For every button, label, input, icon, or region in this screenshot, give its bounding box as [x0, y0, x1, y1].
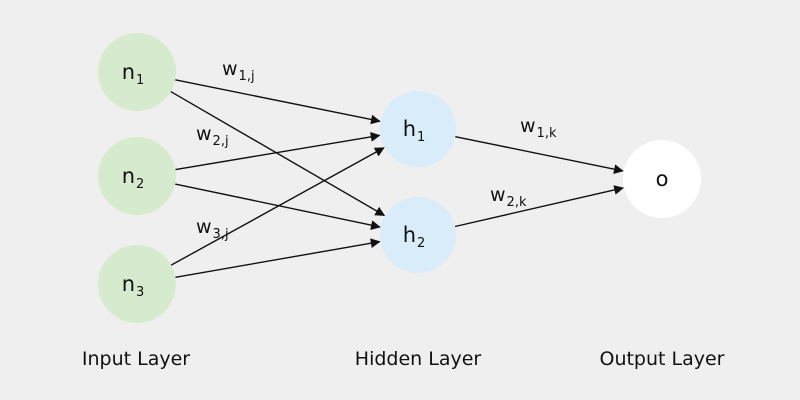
node-output-1: o — [623, 140, 701, 218]
node-input-1: n1 — [98, 33, 176, 111]
weight-labels: w1,j w2,j w3,j w1,k w2,k — [196, 58, 557, 242]
node-label-hidden-2: h2 — [403, 223, 426, 251]
node-label-input-2: n2 — [122, 164, 145, 192]
node-circle-output-1 — [623, 140, 701, 218]
output-layer-label: Output Layer — [599, 348, 724, 370]
node-hidden-1: h1 — [380, 91, 456, 167]
edge-input-2-to-hidden-2 — [175, 183, 381, 230]
node-input-3: n3 — [98, 245, 176, 323]
connection-lines — [170, 79, 624, 278]
edge-input-3-to-hidden-1 — [170, 147, 385, 266]
edge-input-2-to-hidden-1 — [175, 132, 381, 171]
input-layer-label: Input Layer — [82, 348, 190, 370]
weight-label-5: w2,k — [490, 184, 527, 210]
weight-label-1: w1,j — [222, 58, 255, 84]
node-label-hidden-1: h1 — [403, 117, 426, 145]
node-label-input-1: n1 — [122, 60, 145, 88]
edge-hidden-2-to-output-1 — [454, 185, 624, 228]
node-label-output-1: o — [656, 167, 669, 191]
hidden-layer-label: Hidden Layer — [355, 348, 482, 370]
edge-input-3-to-hidden-2 — [175, 238, 381, 278]
edge-input-1-to-hidden-1 — [175, 79, 381, 125]
node-label-input-3: n3 — [122, 272, 145, 300]
weight-label-2: w2,j — [196, 123, 229, 149]
network-nodes: n1 n2 n3 h1 h2 o — [98, 33, 701, 323]
node-circle-input-1 — [98, 33, 176, 111]
node-circle-hidden-1 — [380, 91, 456, 167]
node-circle-input-3 — [98, 245, 176, 323]
edge-hidden-1-to-output-1 — [455, 135, 624, 174]
weight-label-4: w1,k — [520, 115, 557, 141]
node-input-2: n2 — [98, 137, 176, 215]
edge-input-1-to-hidden-2 — [170, 90, 386, 217]
layer-labels: Input Layer Hidden Layer Output Layer — [82, 348, 725, 370]
weight-label-3: w3,j — [196, 216, 229, 242]
node-hidden-2: h2 — [380, 197, 456, 273]
node-circle-hidden-2 — [380, 197, 456, 273]
node-circle-input-2 — [98, 137, 176, 215]
